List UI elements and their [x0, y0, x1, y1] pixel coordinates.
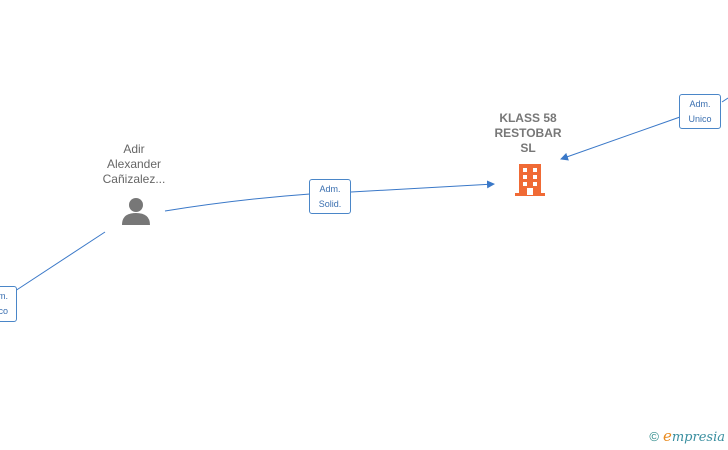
relation-line-1: Adm. — [319, 184, 341, 194]
relation-line-1: m. — [0, 291, 8, 301]
person-icon[interactable] — [120, 196, 152, 226]
company-name-line-2: RESTOBAR — [494, 126, 562, 140]
relation-label-adm-unico-top[interactable]: Adm. Unico — [679, 94, 721, 129]
edge-bottom-left-to-person — [11, 231, 106, 294]
person-name-line-3: Cañizalez... — [102, 172, 166, 186]
copyright-symbol: © — [649, 428, 659, 444]
edge-person-to-company — [164, 193, 311, 212]
edge-top-right-to-company — [560, 116, 681, 161]
relation-label-adm-unico-bottom[interactable]: m. ico — [0, 286, 17, 322]
building-icon[interactable] — [513, 161, 547, 197]
brand-initial: e — [662, 427, 672, 445]
footer-brand: © empresia — [649, 427, 725, 445]
relation-line-2: Unico — [688, 114, 712, 124]
company-name-line-1: KLASS 58 — [499, 111, 557, 125]
relation-label-adm-solid[interactable]: Adm. Solid. — [309, 179, 351, 214]
relation-line-1: Adm. — [689, 99, 711, 109]
person-name-line-2: Alexander — [106, 157, 162, 171]
relation-line-2: ico — [0, 306, 8, 316]
company-name-line-3: SL — [520, 141, 536, 155]
person-name-line-1: Adir — [123, 142, 145, 156]
brand-rest: mpresia — [671, 430, 725, 445]
edge-solid-to-company — [350, 180, 495, 193]
relation-line-2: Solid. — [318, 199, 342, 209]
person-node-label[interactable]: Adir Alexander Cañizalez... — [86, 142, 182, 187]
company-node-label[interactable]: KLASS 58 RESTOBAR SL — [480, 111, 576, 156]
empresia-logo[interactable]: empresia — [663, 427, 725, 445]
edge-top-right-offscreen — [721, 97, 728, 103]
